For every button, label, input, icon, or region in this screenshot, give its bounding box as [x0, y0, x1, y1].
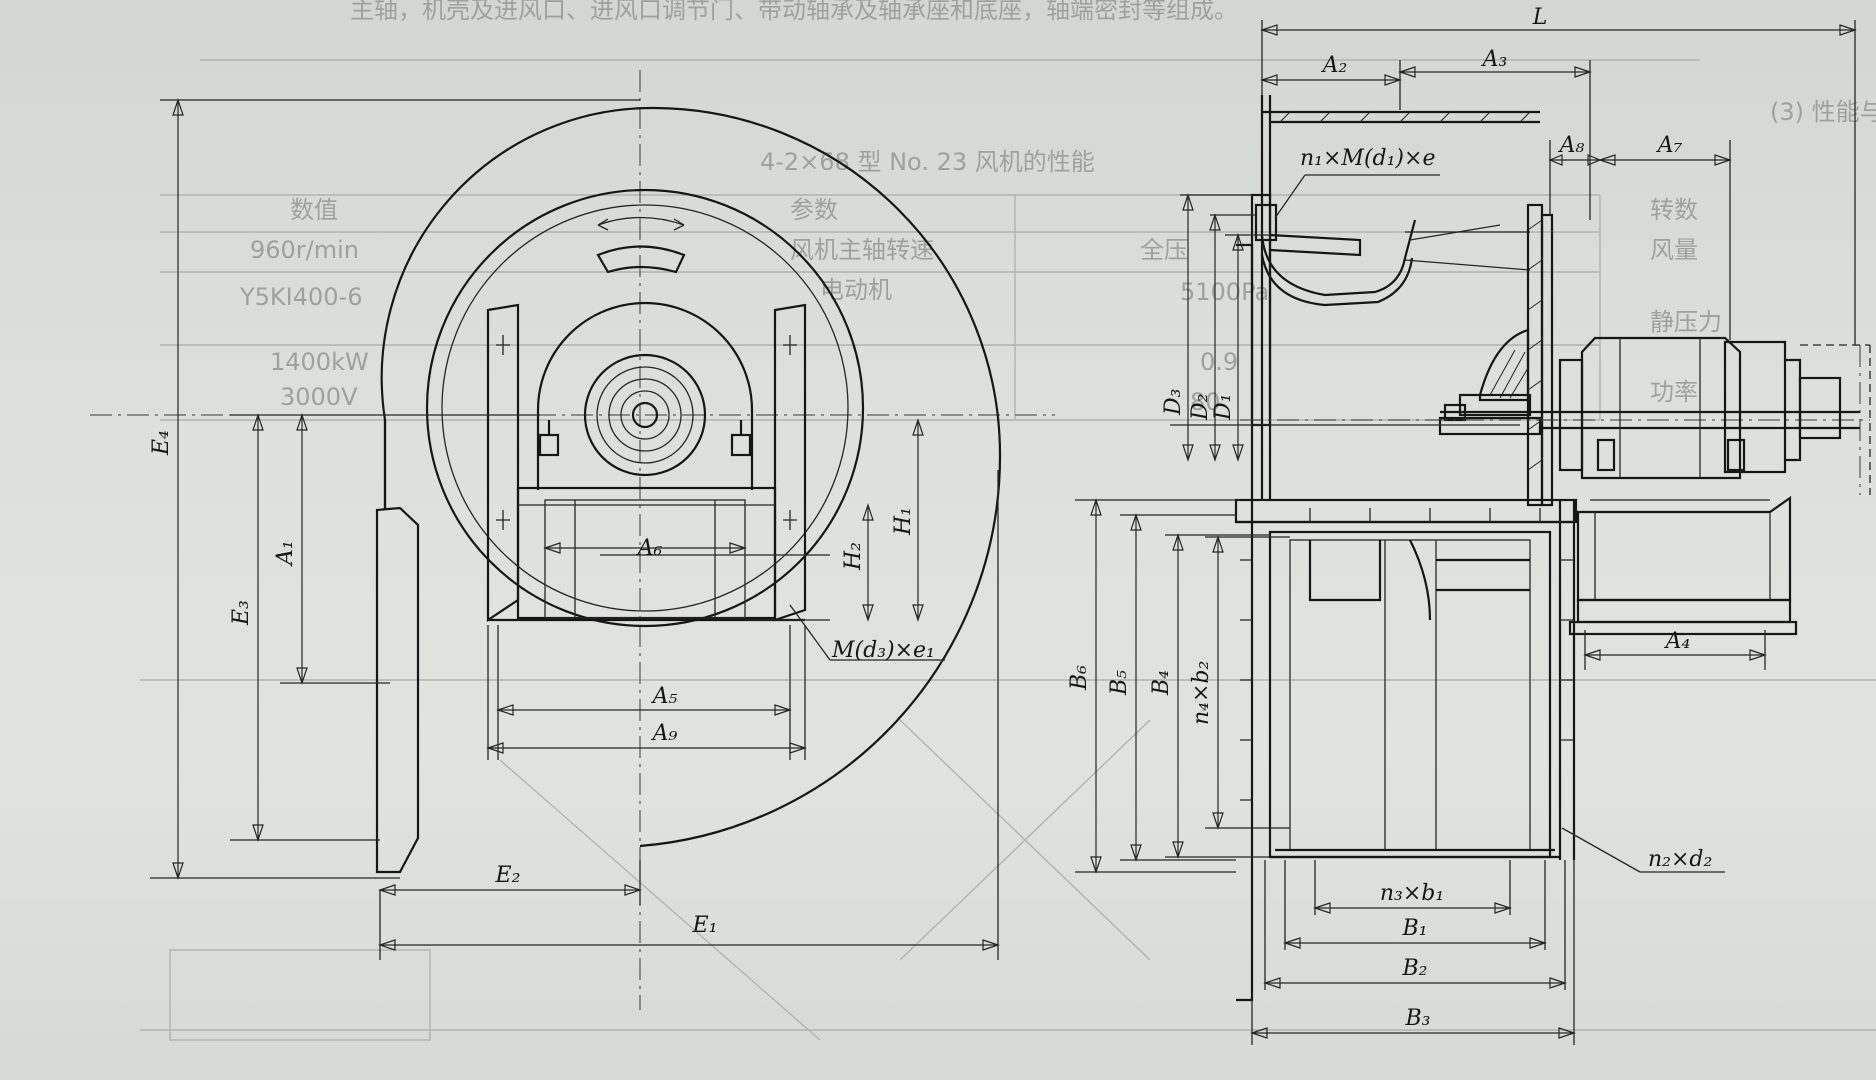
bg-cell-13: 风量	[1650, 236, 1698, 264]
bg-cell-5: Y5KI400-6	[239, 283, 362, 311]
front-view: E₄ E₃ A₁ H₁ H₂ A₆ A₅ A₉ E₂	[90, 70, 1055, 1010]
dim-n4b2-label: n₄×b₂	[1189, 661, 1214, 725]
flange-bolts-callout: n₁×M(d₁)×e	[1300, 146, 1435, 171]
dim-A6-label: A₆	[636, 536, 663, 561]
bg-text-line-1: 主轴，机壳及进风口、进风口调节门、带动轴承及轴承座和底座，轴端密封等组成。	[350, 0, 1238, 24]
dim-H2-label: H₂	[841, 542, 866, 571]
bg-cell-16: 参数	[790, 196, 838, 224]
bg-cell-15: 功率	[1650, 378, 1698, 406]
dim-A8-label: A₈	[1558, 133, 1585, 158]
bearing-bolts	[538, 420, 752, 457]
dim-A7-label: A₇	[1656, 133, 1683, 158]
dim-B6-label: B₆	[1067, 665, 1092, 691]
volute-casing	[380, 106, 1002, 848]
impeller-circle	[425, 188, 865, 628]
bg-text-line-2: (3) 性能与选型	[1770, 98, 1876, 126]
dim-B1-label: B₁	[1402, 916, 1428, 941]
dim-H1-label: H₁	[891, 507, 916, 536]
dim-B2-label: B₂	[1402, 956, 1428, 981]
bg-cell-9: 5100Pa	[1180, 278, 1269, 306]
bearing-hub	[536, 301, 754, 490]
dim-D3-label: D₃	[1161, 389, 1186, 416]
rotation-indicator	[596, 245, 686, 274]
bg-cell-12: 转数	[1650, 196, 1698, 224]
dim-A2-label: A₂	[1321, 53, 1348, 78]
bg-cell-4: 电动机	[820, 276, 892, 304]
rotation-arrow	[597, 216, 685, 226]
side-base-frame	[1234, 498, 1578, 860]
dim-E4-label: E₄	[149, 430, 174, 456]
dim-D2-label: D₂	[1188, 394, 1213, 421]
dim-E2-label: E₂	[495, 863, 521, 888]
bg-cell-3: 风机主轴转速	[790, 236, 934, 264]
outlet-flange	[375, 506, 420, 874]
dim-E1-label: E₁	[692, 913, 718, 938]
front-base-frame	[488, 486, 805, 622]
bg-cell-1: 数值	[290, 196, 338, 224]
bg-cell-7: 1400kW	[270, 348, 369, 376]
dim-B3-label: B₃	[1405, 1006, 1431, 1031]
dim-B4-label: B₄	[1149, 670, 1174, 696]
bg-table-title: 4-2×68 型 No. 23 风机的性能	[760, 148, 1095, 176]
pedestal	[1568, 495, 1798, 636]
bg-cell-14: 静压力	[1650, 308, 1722, 336]
bg-cell-2: 960r/min	[250, 236, 359, 264]
inlet-section	[1236, 95, 1540, 1002]
dim-n3b1-label: n₃×b₁	[1380, 881, 1444, 906]
bg-cell-8: 3000V	[280, 383, 358, 411]
dim-A3-label: A₃	[1481, 47, 1508, 72]
bolt-callout-label: M(d₃)×e₁	[831, 638, 935, 663]
bg-cell-6: 全压	[1140, 236, 1188, 264]
wheel-back-plate	[1438, 203, 1554, 507]
dim-A5-label: A₅	[651, 684, 678, 709]
dim-A1-label: A₁	[273, 540, 298, 567]
bg-cell-10: 0.9	[1200, 348, 1238, 376]
dim-A4-label: A₄	[1664, 629, 1691, 654]
dim-A9-label: A₉	[651, 721, 678, 746]
n2d2-callout: n₂×d₂	[1648, 847, 1712, 872]
dim-B5-label: B₅	[1107, 670, 1132, 696]
dim-D1-label: D₁	[1211, 394, 1236, 421]
bearing-housing	[1558, 336, 1871, 495]
side-view: L A₂ A₃ A₈ A₇ A₄ D₃ D₂ D₁ B₆	[1067, 5, 1871, 1045]
dim-L-label: L	[1532, 5, 1548, 30]
dim-E3-label: E₃	[229, 600, 254, 626]
background-bleed-through: 主轴，机壳及进风口、进风口调节门、带动轴承及轴承座和底座，轴端密封等组成。 (3…	[140, 0, 1876, 1041]
